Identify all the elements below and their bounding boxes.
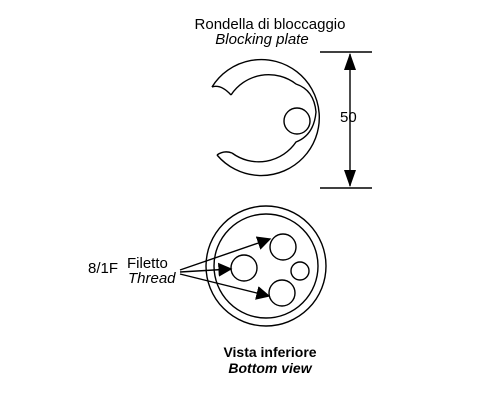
- thread-label-en: Thread: [128, 270, 176, 287]
- plate-hole: [283, 107, 311, 135]
- dimension-label: 50: [340, 109, 357, 126]
- thread-code: 8/1F: [88, 260, 118, 277]
- blocking-plate-shape: [211, 58, 320, 177]
- outer-ring: [205, 205, 327, 327]
- thread-hole-bottom: [268, 279, 296, 307]
- blocking-plate-subtitle: Blocking plate: [215, 31, 308, 48]
- thread-label: Filetto: [127, 255, 168, 272]
- small-hole: [290, 261, 310, 281]
- thread-leader-arrows: [179, 236, 272, 300]
- blocking-plate-title: Rondella di bloccaggio: [195, 16, 346, 33]
- thread-hole-top: [269, 233, 297, 261]
- bottom-view-caption-en: Bottom view: [228, 360, 312, 376]
- bottom-view-caption: Vista inferiore: [223, 344, 316, 360]
- bottom-view-shape: [205, 205, 327, 327]
- thread-hole-left: [230, 254, 258, 282]
- dimension-line: [320, 51, 372, 189]
- inner-ring: [213, 213, 319, 319]
